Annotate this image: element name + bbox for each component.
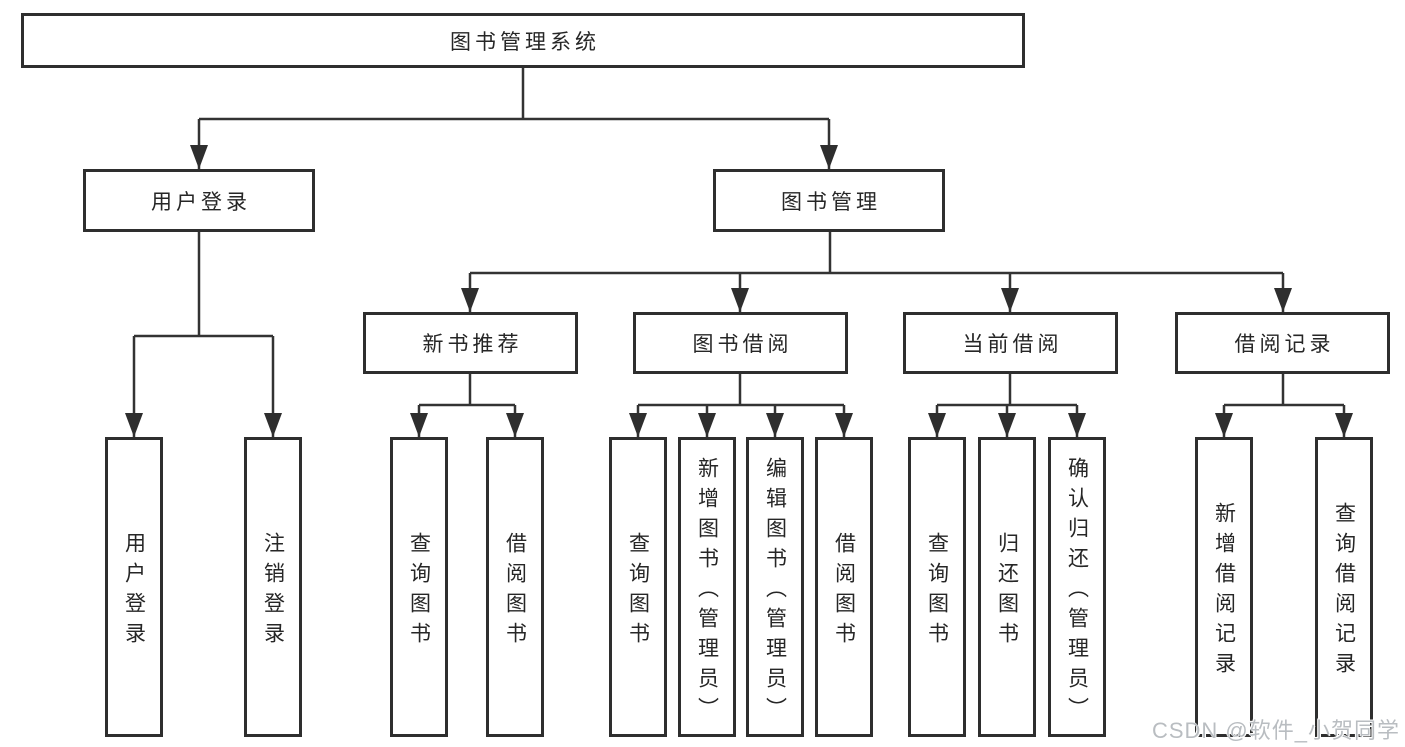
arrowhead-icon <box>731 288 749 312</box>
arrowhead-icon <box>698 413 716 437</box>
node-borrow-records: 借阅记录 <box>1175 312 1390 374</box>
node-book-borrowing: 图书借阅 <box>633 312 848 374</box>
arrowhead-icon <box>1215 413 1233 437</box>
arrowhead-icon <box>1274 288 1292 312</box>
arrowhead-icon <box>1335 413 1353 437</box>
node-new-book-recommend-label: 新书推荐 <box>422 333 523 356</box>
node-user-login: 用户登录 <box>83 169 315 232</box>
node-leaf-logout-label: 注销登录 <box>261 531 285 652</box>
node-leaf-edit-books-admin: 编辑图书（管理员） <box>746 437 804 737</box>
node-user-login-label: 用户登录 <box>151 190 251 214</box>
arrowhead-icon <box>928 413 946 437</box>
node-leaf-query-books-1-label: 查询图书 <box>407 531 431 652</box>
arrowhead-icon <box>1068 413 1086 437</box>
node-leaf-borrow-books-1-label: 借阅图书 <box>503 531 527 652</box>
node-borrow-records-label: 借阅记录 <box>1234 333 1335 356</box>
node-leaf-query-books-1: 查询图书 <box>390 437 448 737</box>
arrowhead-icon <box>410 413 428 437</box>
connector-paths <box>132 68 1346 437</box>
node-leaf-logout: 注销登录 <box>244 437 302 737</box>
node-book-borrowing-label: 图书借阅 <box>692 333 793 356</box>
node-leaf-query-books-3: 查询图书 <box>908 437 966 737</box>
node-leaf-add-books-admin-label: 新增图书（管理员） <box>695 456 719 727</box>
node-library-system: 图书管理系统 <box>21 13 1025 68</box>
node-leaf-user-login: 用户登录 <box>105 437 163 737</box>
node-leaf-edit-books-admin-label: 编辑图书（管理员） <box>763 456 787 727</box>
node-leaf-add-borrow-record: 新增借阅记录 <box>1195 437 1253 737</box>
arrowheads <box>125 145 1353 437</box>
arrowhead-icon <box>766 413 784 437</box>
arrowhead-icon <box>125 413 143 437</box>
node-leaf-return-books: 归还图书 <box>978 437 1036 737</box>
node-leaf-confirm-return-admin-label: 确认归还（管理员） <box>1065 456 1089 727</box>
node-leaf-add-books-admin: 新增图书（管理员） <box>678 437 736 737</box>
arrowhead-icon <box>506 413 524 437</box>
node-leaf-query-borrow-record: 查询借阅记录 <box>1315 437 1373 737</box>
node-book-management: 图书管理 <box>713 169 945 232</box>
node-leaf-confirm-return-admin: 确认归还（管理员） <box>1048 437 1106 737</box>
arrowhead-icon <box>461 288 479 312</box>
node-current-borrowing: 当前借阅 <box>903 312 1118 374</box>
node-library-system-label: 图书管理系统 <box>450 30 600 54</box>
node-leaf-query-books-2: 查询图书 <box>609 437 667 737</box>
node-leaf-return-books-label: 归还图书 <box>995 531 1019 652</box>
arrowhead-icon <box>835 413 853 437</box>
arrowhead-icon <box>264 413 282 437</box>
arrowhead-icon <box>190 145 208 169</box>
node-leaf-user-login-label: 用户登录 <box>122 531 146 652</box>
csdn-watermark: CSDN @软件_小贺同学 <box>1151 718 1400 743</box>
arrowhead-icon <box>820 145 838 169</box>
node-leaf-query-borrow-record-label: 查询借阅记录 <box>1332 501 1356 682</box>
node-current-borrowing-label: 当前借阅 <box>962 333 1063 356</box>
arrowhead-icon <box>629 413 647 437</box>
arrowhead-icon <box>998 413 1016 437</box>
node-leaf-borrow-books-2: 借阅图书 <box>815 437 873 737</box>
node-new-book-recommend: 新书推荐 <box>363 312 578 374</box>
node-leaf-borrow-books-1: 借阅图书 <box>486 437 544 737</box>
arrowhead-icon <box>1001 288 1019 312</box>
node-leaf-query-books-2-label: 查询图书 <box>626 531 650 652</box>
node-leaf-borrow-books-2-label: 借阅图书 <box>832 531 856 652</box>
node-book-management-label: 图书管理 <box>781 190 881 214</box>
node-leaf-query-books-3-label: 查询图书 <box>925 531 949 652</box>
node-leaf-add-borrow-record-label: 新增借阅记录 <box>1212 501 1236 682</box>
